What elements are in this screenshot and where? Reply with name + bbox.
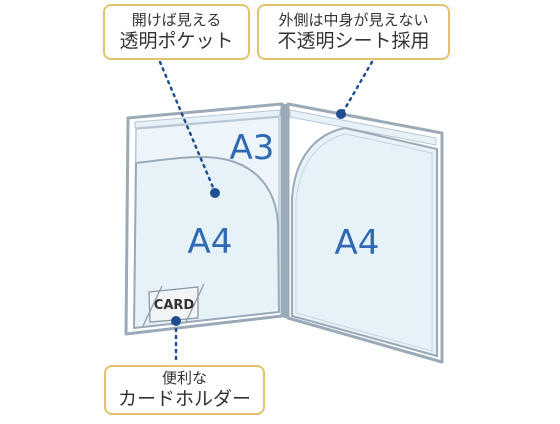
a4-right-pocket (291, 126, 438, 358)
card-label: CARD (154, 298, 195, 313)
leader-dot-pocket (210, 188, 220, 198)
leader-dot-card (171, 316, 181, 326)
callout-pocket-line2: 透明ポケット (119, 29, 234, 52)
callout-opaque-line2: 不透明シート採用 (277, 29, 430, 52)
right-top-strip (289, 109, 437, 146)
label-a4-left: A4 (188, 222, 233, 262)
label-a3: A3 (230, 128, 275, 168)
a4-left-pocket (132, 156, 281, 330)
callout-opaque-sheet: 外側は中身が見えない 不透明シート採用 (257, 4, 450, 60)
callout-card-holder: 便利な カードホルダー (104, 365, 265, 415)
card-holder: CARD (142, 283, 205, 327)
label-a4-right: A4 (335, 223, 380, 263)
callout-pocket-line1: 開けば見える (131, 10, 222, 29)
right-inner-outline (295, 133, 433, 352)
callout-card-line2: カードホルダー (117, 387, 251, 410)
leader-line-opaque (341, 60, 374, 114)
callout-opaque-line1: 外側は中身が見えない (278, 10, 429, 29)
callout-card-line1: 便利な (161, 368, 207, 387)
left-top-strip (134, 109, 281, 129)
leader-dot-opaque (336, 109, 346, 119)
leader-line-pocket (158, 60, 217, 194)
callout-transparent-pocket: 開けば見える 透明ポケット (103, 4, 250, 60)
